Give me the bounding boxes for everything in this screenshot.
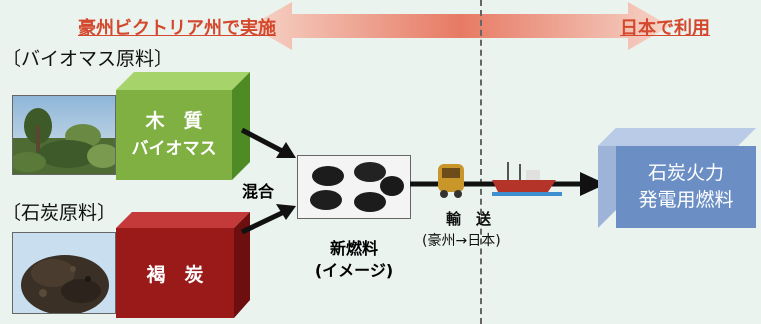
arrow-head-icon bbox=[276, 142, 296, 158]
new-fuel-photo bbox=[297, 155, 411, 219]
transport-arrow bbox=[410, 162, 606, 198]
forest-photo bbox=[12, 95, 116, 175]
green-cube-shape bbox=[116, 72, 250, 180]
mix-arrows bbox=[240, 127, 296, 235]
wood-label: 木 質 bbox=[145, 110, 203, 132]
arrow-head-icon bbox=[580, 172, 606, 196]
new-fuel-caption: 新燃料 (イメージ) bbox=[302, 238, 406, 282]
transport-label: 輸 送 bbox=[446, 210, 492, 228]
arrow-head-icon bbox=[276, 204, 296, 220]
lignite-photo bbox=[12, 232, 116, 314]
region-divider bbox=[480, 0, 482, 324]
biomass-label: バイオマス bbox=[131, 139, 217, 159]
blue-cube-shape bbox=[598, 128, 756, 228]
lignite-label: 褐 炭 bbox=[146, 263, 204, 286]
power-fuel-label: 発電用燃料 bbox=[638, 189, 734, 211]
location-label-japan: 日本で利用 bbox=[620, 18, 710, 39]
route-label: (豪州→日本) bbox=[422, 233, 501, 249]
coal-material-label: 〔石炭原料〕 bbox=[2, 202, 117, 224]
ship-icon bbox=[492, 162, 562, 196]
truck-icon bbox=[438, 164, 464, 198]
mix-label: 混合 bbox=[242, 182, 275, 201]
image-note-label: (イメージ) bbox=[314, 261, 394, 280]
new-fuel-label: 新燃料 bbox=[329, 239, 378, 258]
location-label-australia: 豪州ビクトリア州で実施 bbox=[78, 18, 276, 39]
double-arrow-icon bbox=[250, 2, 670, 50]
coal-thermal-label: 石炭火力 bbox=[647, 162, 724, 184]
biomass-material-label: 〔バイオマス原料〕 bbox=[2, 48, 174, 70]
red-cube-shape bbox=[116, 212, 250, 318]
